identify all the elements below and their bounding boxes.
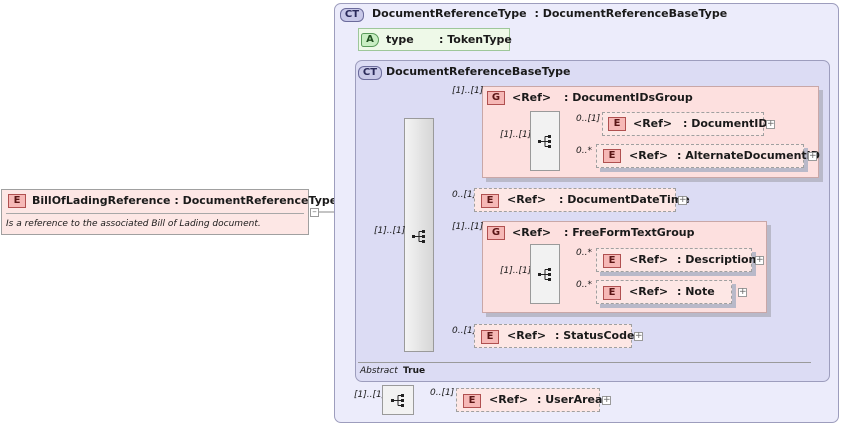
abstract-label: Abstract bbox=[360, 366, 398, 376]
description-cardinality: 0..* bbox=[576, 248, 592, 258]
group-name: : DocumentIDsGroup bbox=[564, 91, 693, 104]
user-area-cardinality: 0..[1] bbox=[430, 388, 455, 398]
plus-icon[interactable]: + bbox=[634, 331, 643, 341]
outer-ct-name: DocumentReferenceType bbox=[372, 7, 527, 20]
element-ref: <Ref> bbox=[507, 329, 547, 342]
user-area-element[interactable]: E <Ref> : UserArea bbox=[456, 388, 603, 412]
root-documentation: Is a reference to the associated Bill of… bbox=[6, 219, 261, 229]
element-ref: <Ref> bbox=[629, 149, 669, 162]
element-name: : UserArea bbox=[537, 393, 603, 406]
status-code-element[interactable]: E <Ref> : StatusCode bbox=[474, 324, 635, 348]
document-id-cardinality: 0..[1] bbox=[576, 114, 601, 124]
element-badge: E bbox=[481, 194, 499, 208]
document-date-element[interactable]: E <Ref> : DocumentDateTime bbox=[474, 188, 690, 212]
element-name: : Note bbox=[677, 285, 715, 298]
outer-ct-title: DocumentReferenceType : DocumentReferenc… bbox=[372, 7, 727, 21]
group-ref: <Ref> bbox=[512, 91, 552, 104]
outer-seq-cardinality: [1]..[1] bbox=[354, 390, 386, 400]
element-badge: E bbox=[608, 117, 626, 131]
group-ff-cardinality: [1]..[1] bbox=[452, 222, 484, 232]
root-name-text: BillOfLadingReference bbox=[32, 194, 171, 207]
plus-icon[interactable]: + bbox=[808, 151, 817, 161]
main-seq-cardinality: [1]..[1] bbox=[374, 226, 406, 236]
plus-icon[interactable]: + bbox=[766, 119, 775, 129]
alt-document-id-cardinality: 0..* bbox=[576, 146, 592, 156]
group-ref: <Ref> bbox=[512, 226, 552, 239]
outer-ct-base: : DocumentReferenceBaseType bbox=[534, 7, 728, 20]
element-name: : Description bbox=[677, 253, 757, 266]
attribute-box[interactable]: A type : TokenType bbox=[358, 28, 512, 51]
sequence-icon bbox=[538, 135, 551, 148]
collapse-icon[interactable]: – bbox=[310, 208, 319, 217]
element-badge: E bbox=[481, 330, 499, 344]
main-sequence-bar[interactable] bbox=[404, 118, 434, 352]
attribute-type: : TokenType bbox=[439, 33, 512, 46]
root-element-name: BillOfLadingReference : DocumentReferenc… bbox=[32, 194, 337, 208]
plus-icon[interactable]: + bbox=[755, 255, 764, 265]
plus-icon[interactable]: + bbox=[602, 395, 611, 405]
element-badge: E bbox=[463, 394, 481, 408]
element-badge: E bbox=[603, 254, 621, 268]
group-badge: G bbox=[487, 226, 505, 240]
element-badge: E bbox=[603, 286, 621, 300]
element-name: : AlternateDocumentID bbox=[677, 149, 820, 162]
group-name: : FreeFormTextGroup bbox=[564, 226, 695, 239]
description-element[interactable]: E <Ref> : Description bbox=[596, 248, 756, 272]
note-cardinality: 0..* bbox=[576, 280, 592, 290]
element-badge: E bbox=[8, 194, 26, 208]
document-id-element[interactable]: E <Ref> : DocumentID bbox=[602, 112, 768, 136]
sequence-icon bbox=[412, 230, 425, 243]
element-ref: <Ref> bbox=[507, 193, 547, 206]
group-ff-seq-cardinality: [1]..[1] bbox=[500, 266, 532, 276]
divider bbox=[6, 213, 304, 214]
element-name: : DocumentID bbox=[683, 117, 768, 130]
element-name: : DocumentDateTime bbox=[559, 193, 690, 206]
note-element[interactable]: E <Ref> : Note bbox=[596, 280, 732, 304]
root-element-box[interactable]: E BillOfLadingReference : DocumentRefere… bbox=[1, 189, 337, 235]
inner-ct-title: DocumentReferenceBaseType bbox=[386, 65, 571, 78]
group-ids-seq-cardinality: [1]..[1] bbox=[500, 130, 532, 140]
attribute-name: type bbox=[386, 33, 414, 46]
outer-sequence-box[interactable] bbox=[382, 385, 414, 415]
element-name: : StatusCode bbox=[555, 329, 635, 342]
root-type-text: : DocumentReferenceType bbox=[174, 194, 338, 207]
plus-icon[interactable]: + bbox=[678, 195, 687, 205]
status-code-cardinality: 0..[1] bbox=[452, 326, 477, 336]
divider bbox=[358, 362, 811, 363]
element-badge: E bbox=[603, 149, 621, 163]
complex-type-badge: CT bbox=[358, 66, 382, 80]
sequence-icon bbox=[538, 268, 551, 281]
ids-sequence-box[interactable] bbox=[530, 111, 560, 171]
alt-document-id-element[interactable]: E <Ref> : AlternateDocumentID bbox=[596, 144, 820, 168]
complex-type-badge: CT bbox=[340, 8, 364, 22]
group-ids-cardinality: [1]..[1] bbox=[452, 86, 484, 96]
element-ref: <Ref> bbox=[633, 117, 673, 130]
ff-sequence-box[interactable] bbox=[530, 244, 560, 304]
document-date-cardinality: 0..[1] bbox=[452, 190, 477, 200]
element-ref: <Ref> bbox=[629, 285, 669, 298]
sequence-icon bbox=[391, 394, 404, 407]
abstract-value: True bbox=[403, 366, 426, 376]
group-badge: G bbox=[487, 91, 505, 105]
attribute-badge: A bbox=[361, 33, 379, 47]
element-ref: <Ref> bbox=[489, 393, 529, 406]
plus-icon[interactable]: + bbox=[738, 287, 747, 297]
element-ref: <Ref> bbox=[629, 253, 669, 266]
